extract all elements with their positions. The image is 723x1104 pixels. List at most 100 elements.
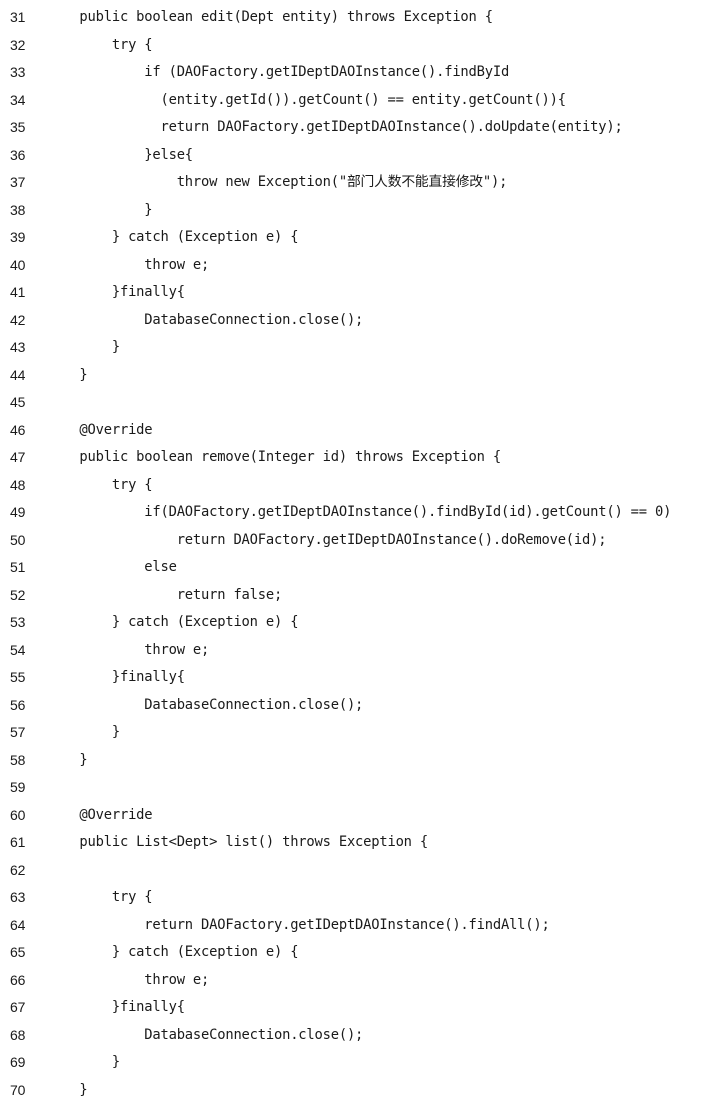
- code-text: try {: [47, 32, 152, 60]
- line-number: 47: [10, 444, 40, 472]
- code-text: } catch (Exception e) {: [47, 939, 298, 967]
- line-number: 35: [10, 114, 40, 142]
- code-line: 65 } catch (Exception e) {: [0, 939, 723, 967]
- code-text: try {: [47, 884, 152, 912]
- code-line: 48 try {: [0, 472, 723, 500]
- code-line: 40 throw e;: [0, 252, 723, 280]
- code-line: 50 return DAOFactory.getIDeptDAOInstance…: [0, 527, 723, 555]
- line-number: 50: [10, 527, 40, 555]
- code-line: 39 } catch (Exception e) {: [0, 224, 723, 252]
- code-text: }: [47, 719, 120, 747]
- line-number: 48: [10, 472, 40, 500]
- line-number: 67: [10, 994, 40, 1022]
- line-number: 36: [10, 142, 40, 170]
- code-line: 62: [0, 857, 723, 885]
- code-text: return false;: [47, 582, 282, 610]
- code-line: 63 try {: [0, 884, 723, 912]
- line-number: 33: [10, 59, 40, 87]
- code-line: 57 }: [0, 719, 723, 747]
- code-text: return DAOFactory.getIDeptDAOInstance().…: [47, 912, 550, 940]
- code-line: 32 try {: [0, 32, 723, 60]
- code-text: }: [47, 197, 152, 225]
- code-line: 60 @Override: [0, 802, 723, 830]
- line-number: 37: [10, 169, 40, 197]
- code-text: DatabaseConnection.close();: [47, 692, 363, 720]
- line-number: 65: [10, 939, 40, 967]
- code-text: } catch (Exception e) {: [47, 609, 298, 637]
- code-line: 55 }finally{: [0, 664, 723, 692]
- code-line: 33 if (DAOFactory.getIDeptDAOInstance().…: [0, 59, 723, 87]
- code-text: throw e;: [47, 252, 209, 280]
- code-line: 52 return false;: [0, 582, 723, 610]
- code-line: 69 }: [0, 1049, 723, 1077]
- code-line: 59: [0, 774, 723, 802]
- code-line: 38 }: [0, 197, 723, 225]
- code-line: 56 DatabaseConnection.close();: [0, 692, 723, 720]
- code-text: }: [47, 747, 88, 775]
- code-line: 53 } catch (Exception e) {: [0, 609, 723, 637]
- line-number: 42: [10, 307, 40, 335]
- line-number: 38: [10, 197, 40, 225]
- code-line: 70 }: [0, 1077, 723, 1104]
- line-number: 41: [10, 279, 40, 307]
- code-line: 31 public boolean edit(Dept entity) thro…: [0, 4, 723, 32]
- line-number: 61: [10, 829, 40, 857]
- code-text: public boolean remove(Integer id) throws…: [47, 444, 501, 472]
- line-number: 43: [10, 334, 40, 362]
- line-number: 64: [10, 912, 40, 940]
- code-line: 41 }finally{: [0, 279, 723, 307]
- line-number: 44: [10, 362, 40, 390]
- code-line: 61 public List<Dept> list() throws Excep…: [0, 829, 723, 857]
- line-number: 32: [10, 32, 40, 60]
- code-text: @Override: [47, 417, 152, 445]
- code-line: 49 if(DAOFactory.getIDeptDAOInstance().f…: [0, 499, 723, 527]
- code-line: 36 }else{: [0, 142, 723, 170]
- line-number: 66: [10, 967, 40, 995]
- line-number: 63: [10, 884, 40, 912]
- code-line: 68 DatabaseConnection.close();: [0, 1022, 723, 1050]
- line-number: 58: [10, 747, 40, 775]
- code-line: 54 throw e;: [0, 637, 723, 665]
- code-text: throw e;: [47, 967, 209, 995]
- code-line: 64 return DAOFactory.getIDeptDAOInstance…: [0, 912, 723, 940]
- code-line: 43 }: [0, 334, 723, 362]
- code-text: }finally{: [47, 664, 185, 692]
- line-number: 56: [10, 692, 40, 720]
- code-line: 44 }: [0, 362, 723, 390]
- code-line: 42 DatabaseConnection.close();: [0, 307, 723, 335]
- code-text: if (DAOFactory.getIDeptDAOInstance().fin…: [47, 59, 509, 87]
- code-text: }finally{: [47, 279, 185, 307]
- code-line: 58 }: [0, 747, 723, 775]
- code-text: try {: [47, 472, 152, 500]
- code-listing: 31 public boolean edit(Dept entity) thro…: [0, 4, 723, 1104]
- code-text: }finally{: [47, 994, 185, 1022]
- code-line: 45: [0, 389, 723, 417]
- line-number: 53: [10, 609, 40, 637]
- line-number: 54: [10, 637, 40, 665]
- line-number: 70: [10, 1077, 40, 1104]
- line-number: 40: [10, 252, 40, 280]
- code-line: 66 throw e;: [0, 967, 723, 995]
- code-text: }: [47, 334, 120, 362]
- code-text: }: [47, 1077, 88, 1104]
- line-number: 69: [10, 1049, 40, 1077]
- code-text: if(DAOFactory.getIDeptDAOInstance().find…: [47, 499, 671, 527]
- line-number: 45: [10, 389, 40, 417]
- line-number: 34: [10, 87, 40, 115]
- code-text: }: [47, 362, 88, 390]
- line-number: 68: [10, 1022, 40, 1050]
- code-text: @Override: [47, 802, 152, 830]
- code-text: public boolean edit(Dept entity) throws …: [47, 4, 493, 32]
- code-line: 67 }finally{: [0, 994, 723, 1022]
- code-text: DatabaseConnection.close();: [47, 307, 363, 335]
- line-number: 52: [10, 582, 40, 610]
- code-text: DatabaseConnection.close();: [47, 1022, 363, 1050]
- line-number: 57: [10, 719, 40, 747]
- code-text: else: [47, 554, 177, 582]
- code-line: 35 return DAOFactory.getIDeptDAOInstance…: [0, 114, 723, 142]
- line-number: 31: [10, 4, 40, 32]
- code-text: throw new Exception("部门人数不能直接修改");: [47, 169, 507, 197]
- code-text: (entity.getId()).getCount() == entity.ge…: [47, 87, 566, 115]
- line-number: 46: [10, 417, 40, 445]
- code-text: throw e;: [47, 637, 209, 665]
